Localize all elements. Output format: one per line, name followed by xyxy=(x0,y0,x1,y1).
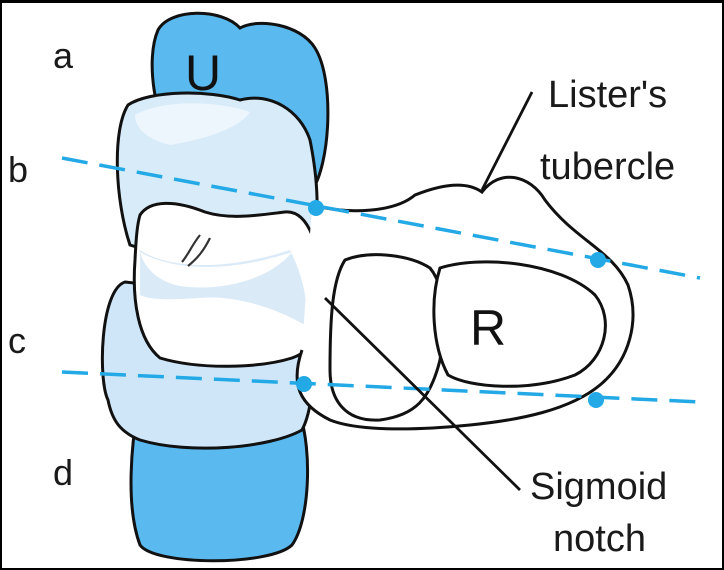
sigmoid-notch-label-line2: notch xyxy=(553,520,646,558)
position-label-a: a xyxy=(53,38,73,74)
ulna-label: U xyxy=(185,48,221,98)
marker-dot-c-left xyxy=(296,376,312,392)
marker-dot-b-right xyxy=(590,252,606,268)
sigmoid-notch-label-line1: Sigmoid xyxy=(530,468,667,506)
position-label-b: b xyxy=(8,152,28,188)
radius-inner-left xyxy=(330,255,444,420)
marker-dot-b-left xyxy=(308,200,324,216)
radius-label: R xyxy=(470,303,506,353)
listers-tubercle-label-line2: tubercle xyxy=(540,148,675,186)
marker-dot-c-right xyxy=(588,392,604,408)
listers-tubercle-label-line1: Lister's xyxy=(548,76,667,114)
position-label-c: c xyxy=(8,323,26,359)
leader-listers-tubercle xyxy=(482,92,532,190)
position-label-d: d xyxy=(53,455,73,491)
